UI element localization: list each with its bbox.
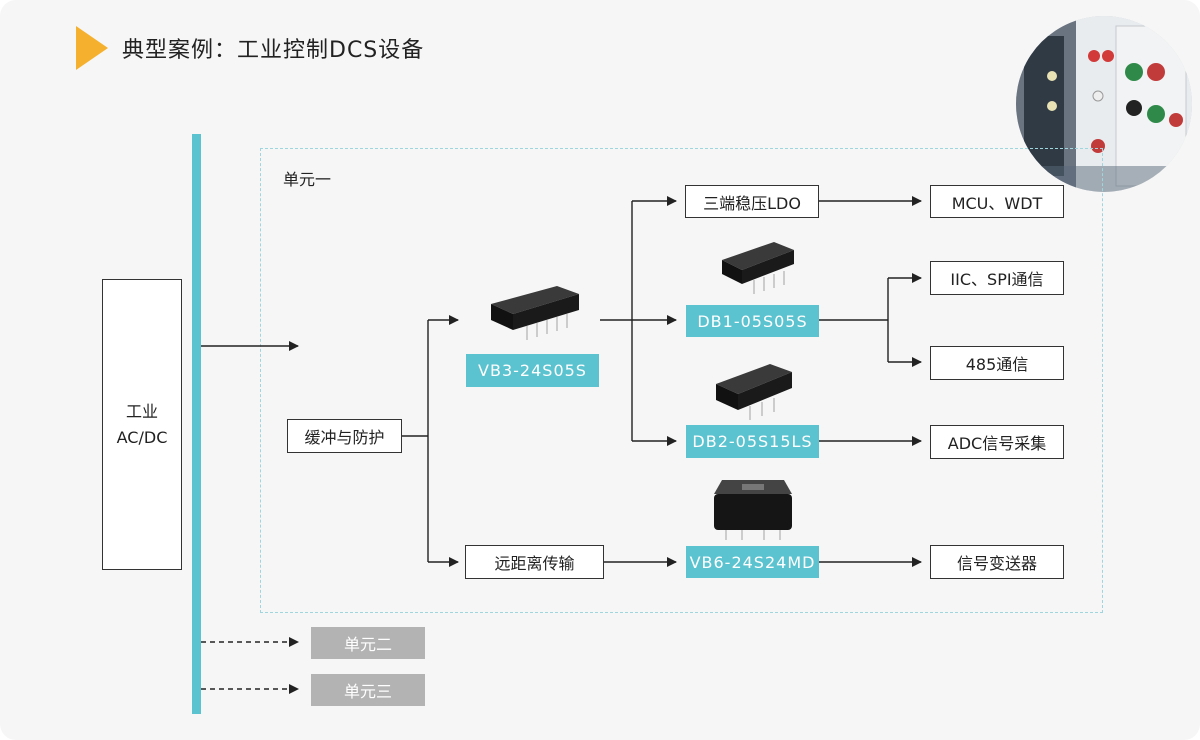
unit-3-box: 单元三 [311, 674, 425, 706]
unit-2-box: 单元二 [311, 627, 425, 659]
rs485-box: 485通信 [930, 346, 1064, 380]
unit-1-boundary [260, 148, 1103, 613]
db1-label: DB1-05S05S [686, 305, 819, 337]
title-marker-icon [76, 26, 108, 70]
equipment-photo [1016, 16, 1192, 192]
vb6-module-image [714, 480, 792, 540]
db2-label: DB2-05S15LS [686, 425, 819, 458]
unit-1-label: 单元一 [283, 170, 332, 189]
transmitter-box: 信号变送器 [930, 545, 1064, 579]
page-title: 典型案例：工业控制DCS设备 [122, 38, 425, 63]
ldo-box: 三端稳压LDO [685, 185, 819, 218]
vb6-label: VB6-24S24MD [686, 546, 819, 578]
mcu-box: MCU、WDT [930, 185, 1064, 218]
source-box: 工业 AC/DC [102, 279, 182, 570]
adc-box: ADC信号采集 [930, 425, 1064, 459]
db1-module-image [722, 242, 794, 294]
iic-spi-box: IIC、SPI通信 [930, 261, 1064, 295]
vb3-label: VB3-24S05S [466, 354, 599, 387]
power-bus [192, 134, 201, 714]
source-box-label: 工业 AC/DC [116, 401, 168, 447]
buffer-protection-box: 缓冲与防护 [287, 419, 402, 453]
remote-transmission-box: 远距离传输 [465, 545, 604, 579]
db2-module-image [716, 364, 792, 420]
vb3-module-image [491, 286, 579, 340]
